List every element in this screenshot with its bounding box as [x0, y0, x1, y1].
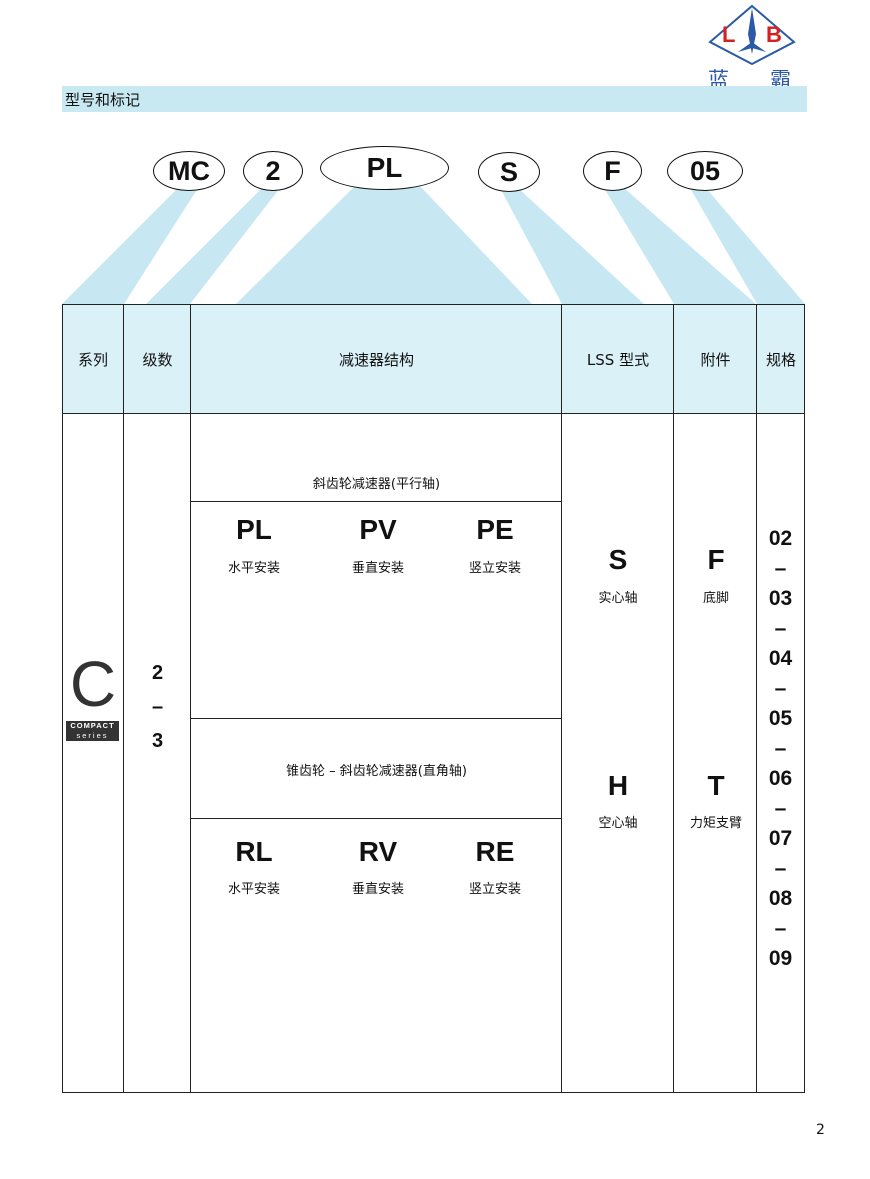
accessory-code-foot: F — [707, 544, 725, 575]
size-item: 03 — [768, 587, 793, 610]
series-badge-bottom: series — [76, 731, 109, 740]
header-lss: LSS 型式 — [586, 351, 650, 369]
series-badge: COMPACT series — [66, 721, 119, 741]
svg-text:L: L — [722, 22, 735, 47]
size-dash: – — [774, 797, 787, 820]
structure-code-pv: PV — [359, 514, 397, 545]
accessory-code-torque-arm: T — [707, 770, 725, 801]
header-structure: 减速器结构 — [338, 351, 414, 369]
size-dash: – — [774, 917, 787, 940]
size-item: 08 — [768, 887, 793, 910]
size-dash: – — [774, 677, 787, 700]
lss-label-hollow: 空心轴 — [598, 816, 638, 831]
lss-code-solid: S — [608, 544, 628, 575]
structure-label-rv: 垂直安装 — [351, 882, 404, 897]
svg-text:B: B — [766, 22, 782, 47]
code-oval-series: MC — [153, 151, 225, 191]
size-list: 02 – 03 – 04 – 05 – 06 – 07 – 08 – 09 — [757, 524, 804, 974]
accessory-label-torque-arm: 力矩支臂 — [689, 816, 742, 831]
section-title: 型号和标记 — [65, 91, 141, 109]
size-item: 06 — [768, 767, 793, 790]
header-accessory: 附件 — [700, 351, 731, 369]
code-oval-structure: PL — [320, 146, 449, 190]
code-oval-accessory: F — [583, 151, 642, 191]
header-stages: 级数 — [142, 351, 173, 369]
structure-group1-title: 斜齿轮减速器(平行轴) — [312, 477, 441, 492]
structure-label-rl: 水平安装 — [227, 882, 280, 897]
size-item: 05 — [768, 707, 793, 730]
size-dash: – — [774, 857, 787, 880]
size-item: 04 — [768, 647, 793, 670]
structure-code-re: RE — [475, 836, 515, 867]
structure-label-pl: 水平安装 — [227, 561, 280, 576]
structure-code-rl: RL — [235, 836, 273, 867]
code-connector-rays — [62, 186, 805, 304]
size-item: 09 — [768, 947, 793, 970]
section-title-bar: 型号和标记 — [62, 86, 807, 112]
size-dash: – — [774, 557, 787, 580]
structure-label-pv: 垂直安装 — [351, 561, 404, 576]
header-size: 规格 — [765, 351, 796, 369]
size-dash: – — [774, 617, 787, 640]
structure-code-pe: PE — [476, 514, 514, 545]
series-letter: C — [69, 648, 117, 720]
stages-max: 3 — [151, 730, 164, 752]
lss-label-solid: 实心轴 — [598, 591, 638, 606]
stages-dash: – — [151, 696, 164, 718]
series-badge-top: COMPACT — [70, 721, 115, 730]
size-item: 02 — [768, 527, 793, 550]
structure-code-rv: RV — [358, 836, 398, 867]
code-oval-stages: 2 — [243, 151, 303, 191]
structure-group2-title: 锥齿轮 – 斜齿轮减速器(直角轴) — [286, 764, 467, 779]
page-number: 2 — [816, 1122, 825, 1138]
accessory-label-foot: 底脚 — [702, 591, 729, 606]
structure-code-pl: PL — [236, 514, 272, 545]
size-item: 07 — [768, 827, 793, 850]
lss-code-hollow: H — [607, 770, 629, 801]
header-series: 系列 — [77, 351, 108, 369]
code-oval-size: 05 — [667, 151, 743, 191]
stages-min: 2 — [151, 662, 164, 684]
structure-label-pe: 竖立安装 — [468, 561, 521, 576]
code-oval-lss: S — [478, 152, 540, 192]
stages-list: 2 – 3 — [124, 656, 191, 758]
size-dash: – — [774, 737, 787, 760]
structure-label-re: 竖立安装 — [468, 882, 521, 897]
